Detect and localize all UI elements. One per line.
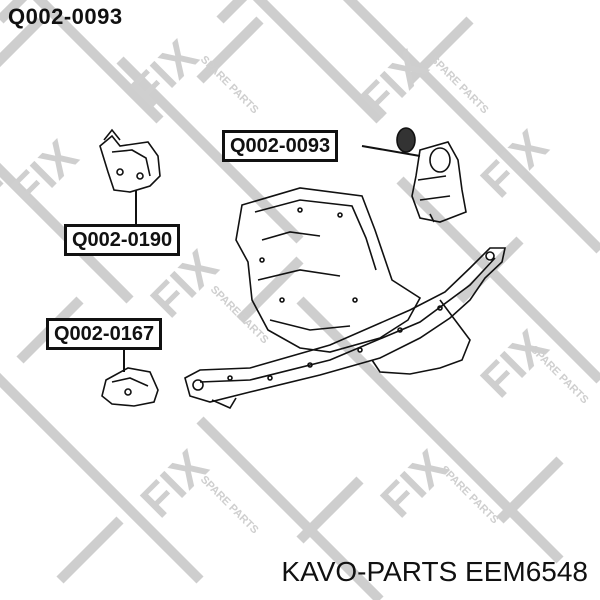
subframe-crossmember-sketch <box>184 247 506 410</box>
footer-brand-line: KAVO-PARTS EEM6548 <box>281 556 588 588</box>
watermark-logo-text: FIX <box>120 29 208 117</box>
leader-line-top-right <box>361 145 421 157</box>
watermark-tile <box>0 0 384 124</box>
engine-mount-sketch <box>99 128 161 193</box>
watermark-logo-text: FIX <box>350 39 438 127</box>
callout-label-left-lower: Q002-0167 <box>46 318 163 350</box>
callout-label-left-upper: Q002-0190 <box>64 224 181 256</box>
engine-block-sketch <box>235 187 422 353</box>
engine-mount-sketch <box>101 367 159 407</box>
watermark-tagline-text: SPARE PARTS <box>198 474 261 537</box>
watermark-logo-text: FIX <box>370 439 458 527</box>
watermark-logo-text: FIX <box>0 129 88 217</box>
callout-label-top-right: Q002-0093 <box>222 130 339 162</box>
page-title: Q002-0093 <box>8 4 123 29</box>
engine-mount-sketch <box>396 127 467 223</box>
footer-brand: KAVO-PARTS <box>281 556 458 587</box>
footer-part-number: EEM6548 <box>465 556 588 587</box>
leader-lines <box>123 145 421 372</box>
watermark-tagline-text: SPARE PARTS <box>198 54 261 117</box>
